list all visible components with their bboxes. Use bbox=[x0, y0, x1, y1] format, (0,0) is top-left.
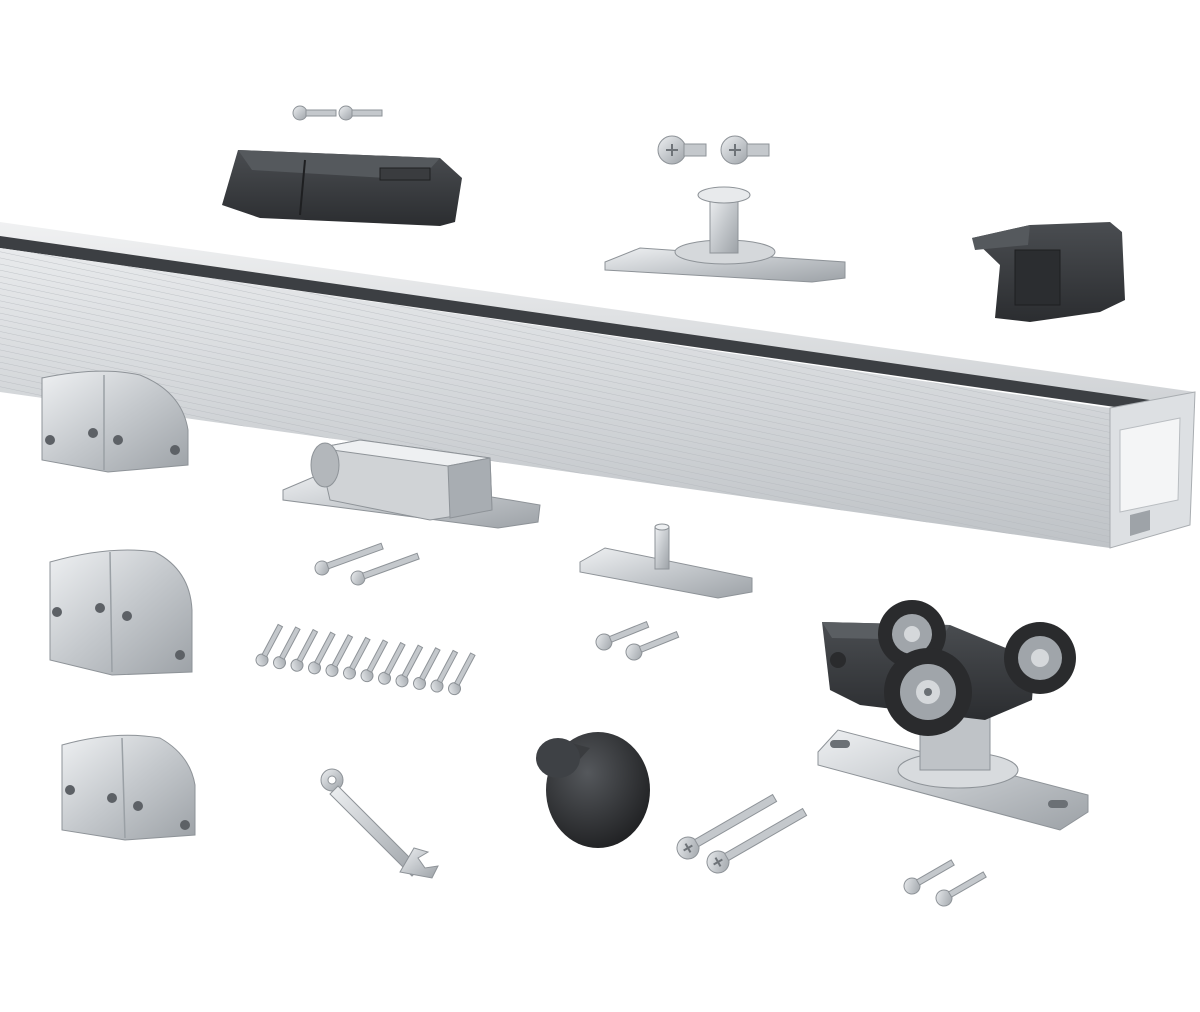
end-stop-dark bbox=[222, 150, 462, 226]
screw bbox=[290, 628, 319, 672]
screw-set-top-center bbox=[657, 135, 770, 165]
screw bbox=[273, 626, 301, 670]
end-stop-bracket-dark bbox=[972, 222, 1125, 322]
roller-carriage bbox=[817, 600, 1089, 831]
end-cap-plate-2 bbox=[49, 549, 193, 676]
door-knob-dark bbox=[536, 732, 650, 848]
soft-close-mechanism bbox=[282, 439, 541, 529]
floor-guide-pin bbox=[579, 523, 753, 599]
screw bbox=[413, 647, 441, 690]
top-guide-plate bbox=[604, 186, 846, 283]
screw-set-long-row bbox=[255, 623, 476, 696]
screw bbox=[430, 649, 459, 693]
screw bbox=[378, 641, 406, 685]
end-cap-plate-1 bbox=[41, 370, 189, 473]
screw-set-top-left bbox=[292, 105, 383, 121]
adjustment-wrench bbox=[320, 768, 439, 879]
screw bbox=[255, 623, 284, 667]
screw bbox=[343, 636, 371, 680]
screw bbox=[360, 639, 389, 683]
screw-set-mid bbox=[314, 542, 420, 586]
end-cap-plate-3 bbox=[61, 734, 196, 841]
screw bbox=[325, 634, 354, 677]
screw bbox=[448, 652, 476, 696]
screw bbox=[395, 644, 424, 688]
wheel-back-right bbox=[1004, 622, 1076, 694]
screw-set-center bbox=[595, 620, 680, 661]
wheel-front-left bbox=[884, 648, 972, 736]
screw-set-bottom-right bbox=[903, 859, 987, 907]
screw bbox=[308, 631, 336, 675]
aluminum-track-rail bbox=[0, 222, 1196, 549]
screw-set-bottom-center bbox=[676, 793, 808, 874]
